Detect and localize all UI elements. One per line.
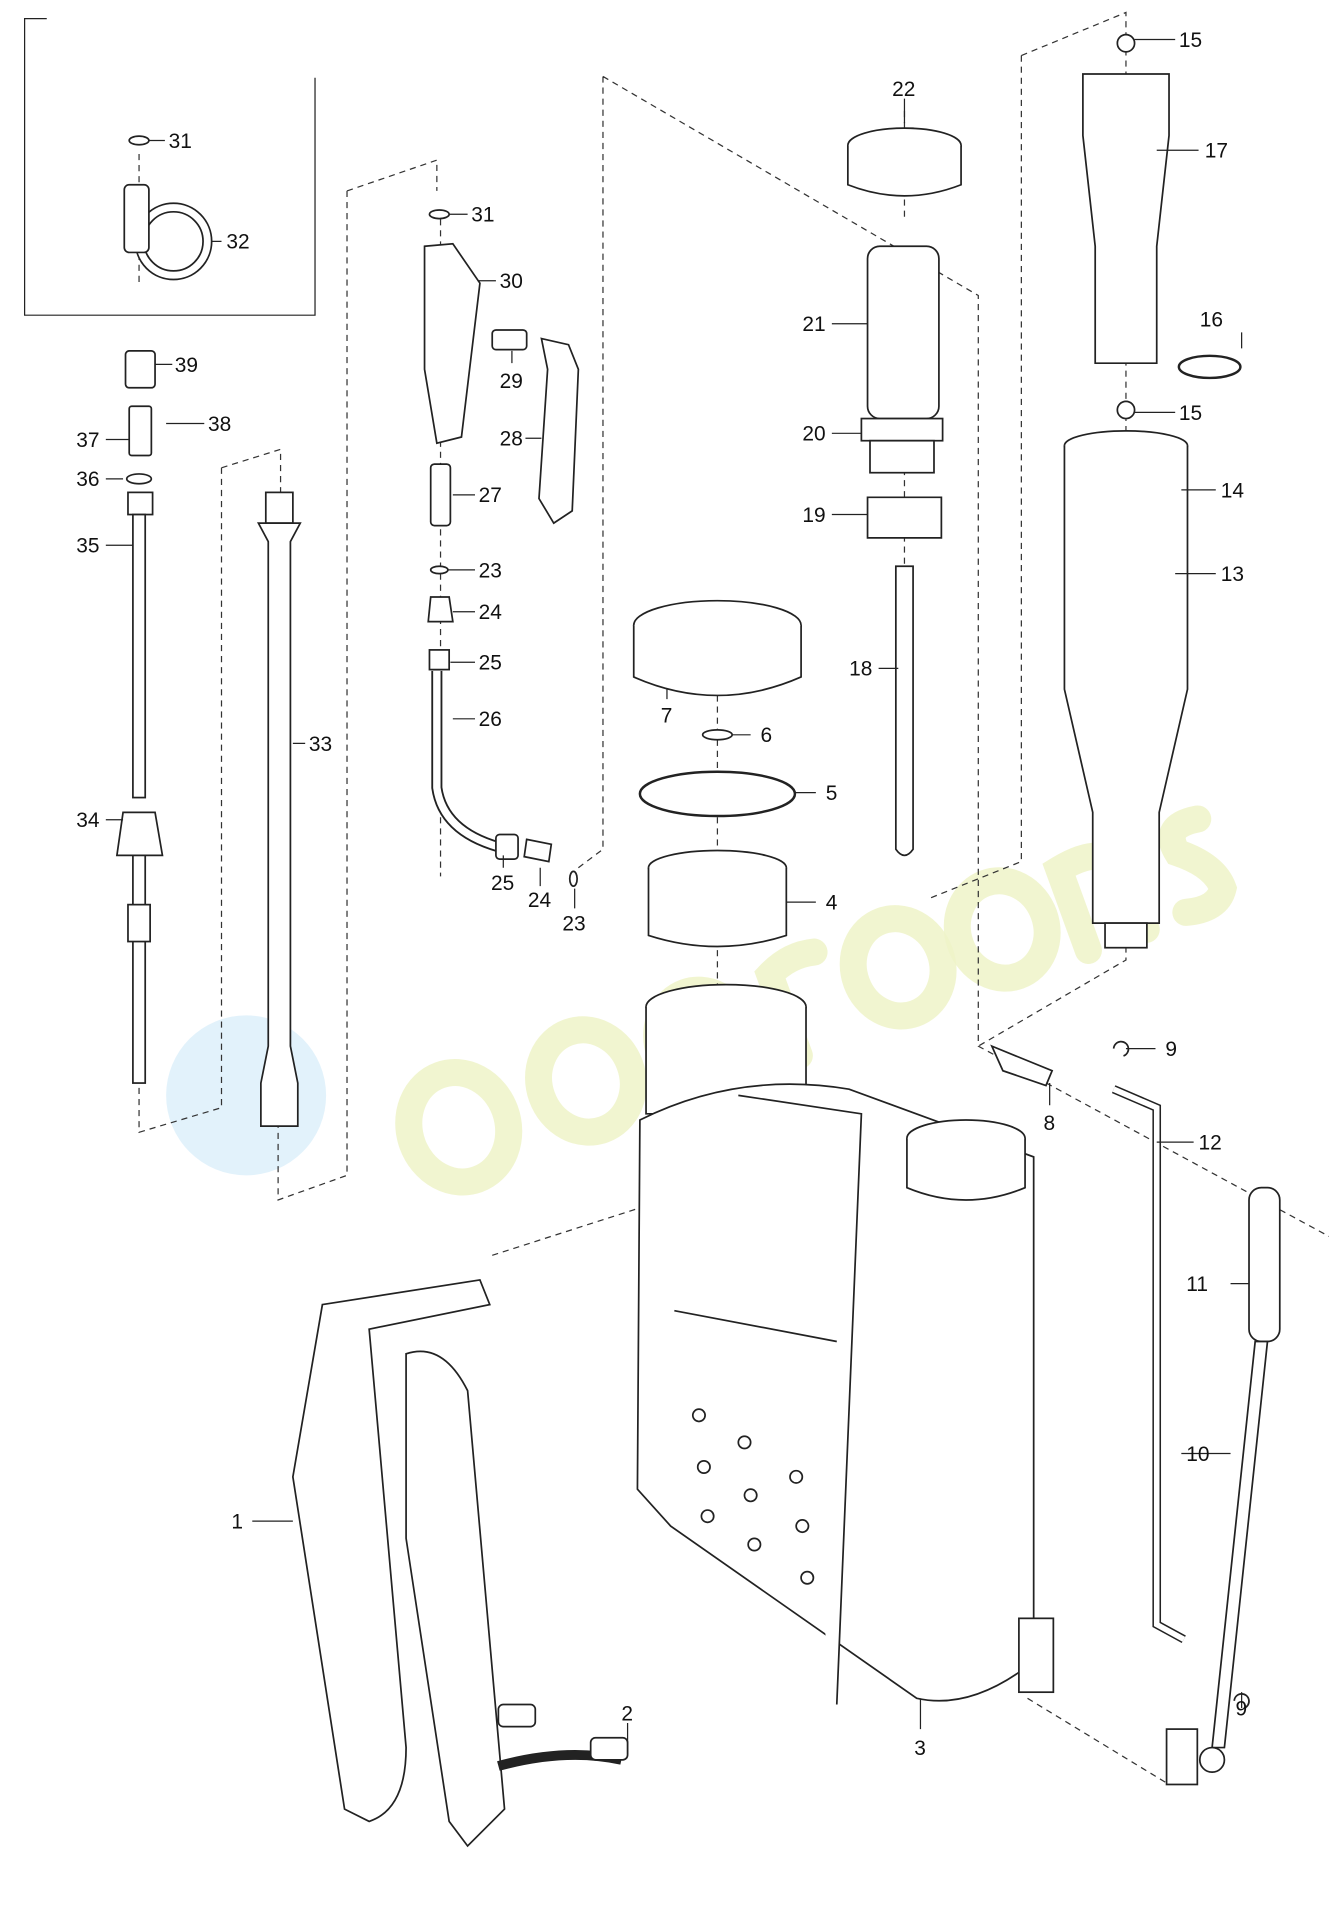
callout-20: 20: [802, 423, 825, 446]
callout-6: 6: [760, 724, 772, 747]
callout-2: 2: [621, 1702, 633, 1725]
callout-3: 3: [914, 1737, 926, 1760]
callout-26: 26: [479, 708, 502, 731]
callout-10: 10: [1186, 1443, 1209, 1466]
callout-11: 11: [1186, 1273, 1208, 1296]
callout-5: 5: [826, 782, 838, 805]
callout-8: 8: [1044, 1112, 1056, 1135]
callout-25-lower: 25: [491, 872, 514, 895]
callout-1: 1: [231, 1511, 243, 1534]
callout-24-lower: 24: [528, 889, 552, 912]
callout-35: 35: [76, 535, 99, 558]
callout-37: 37: [76, 429, 99, 452]
callout-34: 34: [76, 809, 100, 832]
callout-38: 38: [208, 413, 231, 436]
callout-39: 39: [175, 354, 198, 377]
callout-25: 25: [479, 652, 502, 675]
callout-16: 16: [1200, 308, 1223, 331]
parts: [115, 33, 1281, 1848]
callout-labels: 15 17 16 15 14 13 22 21 20 19 18 31 32 3…: [76, 29, 1247, 1760]
callout-15-lower: 15: [1179, 402, 1202, 425]
callout-24: 24: [479, 601, 503, 624]
callout-14: 14: [1221, 479, 1245, 502]
callout-31: 31: [471, 204, 494, 227]
callout-13: 13: [1221, 563, 1244, 586]
callout-23: 23: [479, 559, 502, 582]
callout-23-lower: 23: [562, 912, 585, 935]
callout-12: 12: [1199, 1132, 1222, 1155]
callout-9-lower: 9: [1235, 1698, 1247, 1721]
callout-36: 36: [76, 468, 99, 491]
callout-7: 7: [661, 705, 673, 728]
callout-17: 17: [1205, 140, 1228, 163]
callout-19: 19: [802, 504, 825, 527]
callout-18: 18: [849, 658, 872, 681]
callout-31-inset: 31: [169, 130, 192, 153]
callout-32: 32: [226, 231, 249, 254]
callout-9: 9: [1165, 1038, 1177, 1061]
callout-30: 30: [500, 270, 523, 293]
callout-28: 28: [500, 428, 523, 451]
callout-27: 27: [479, 484, 502, 507]
callout-22: 22: [892, 78, 915, 101]
leader-lines: [105, 38, 1250, 1754]
inset-frame: [23, 18, 316, 316]
callout-15: 15: [1179, 29, 1202, 52]
callout-4: 4: [826, 892, 838, 915]
callout-21: 21: [802, 313, 825, 336]
callout-29: 29: [500, 370, 523, 393]
tank-holes: [691, 1408, 815, 1585]
callout-33: 33: [309, 733, 332, 756]
